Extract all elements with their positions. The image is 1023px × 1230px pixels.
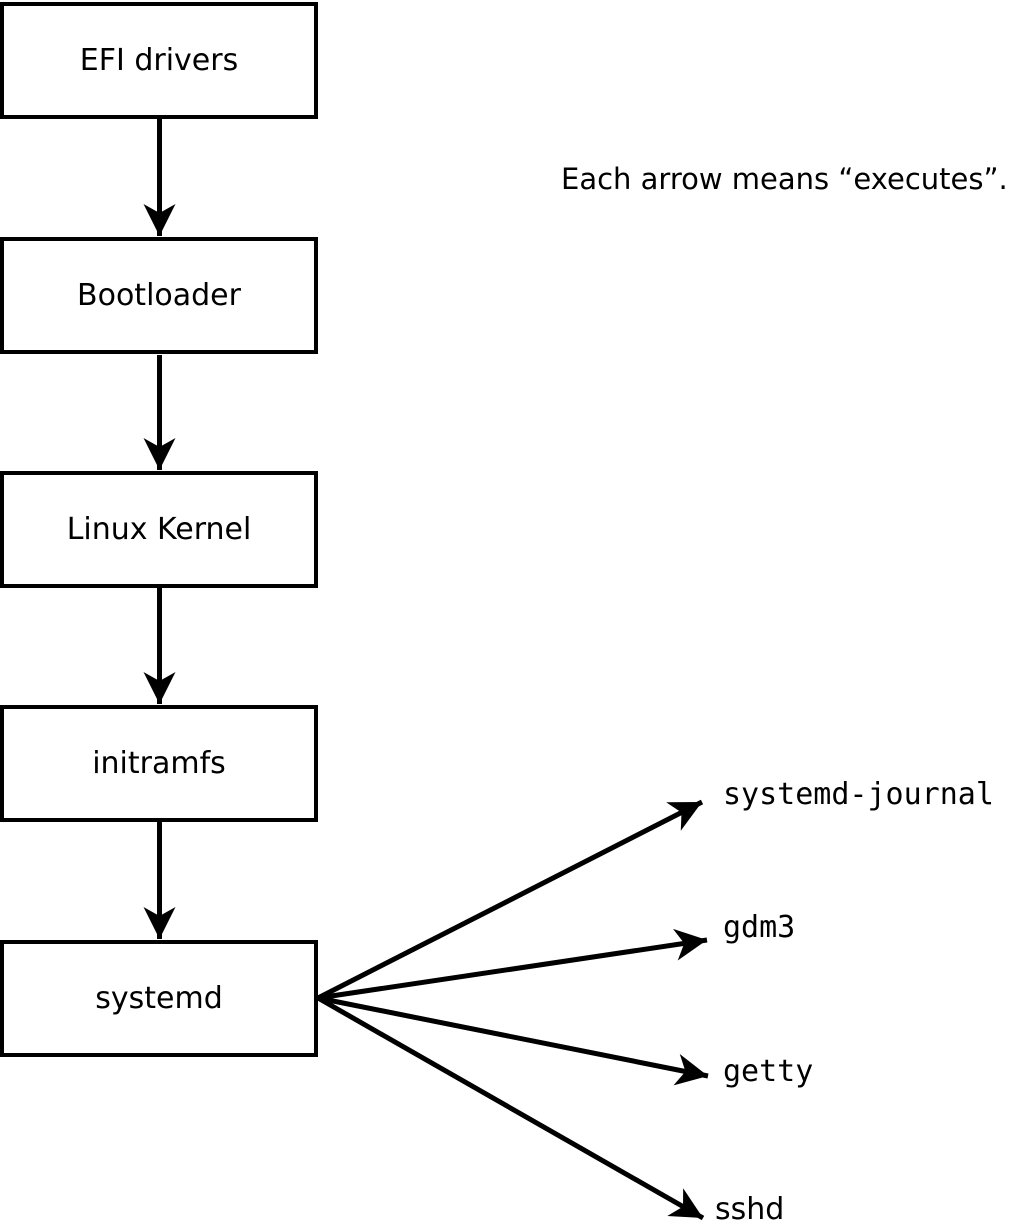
label-sshd: sshd (715, 1192, 785, 1227)
arrow-systemd-to-journal (316, 799, 704, 1001)
node-efi-drivers-label: EFI drivers (79, 42, 239, 78)
arrow-systemd-to-getty (317, 995, 709, 1086)
node-bootloader: Bootloader (0, 237, 318, 354)
node-linux-kernel: Linux Kernel (0, 471, 318, 588)
node-systemd: systemd (0, 940, 318, 1057)
arrow-meaning-note: Each arrow means “executes”. (561, 162, 1008, 196)
node-linux-kernel-label: Linux Kernel (66, 511, 252, 547)
arrow-systemd-to-sshd (316, 995, 705, 1221)
node-initramfs: initramfs (0, 705, 318, 822)
arrow-systemd-to-gdm3 (317, 928, 708, 1001)
node-initramfs-label: initramfs (92, 745, 226, 781)
label-gdm3: gdm3 (723, 910, 796, 945)
node-bootloader-label: Bootloader (77, 277, 241, 313)
label-systemd-journal: systemd-journal (723, 777, 994, 812)
node-systemd-label: systemd (95, 980, 223, 1016)
node-efi-drivers: EFI drivers (0, 2, 318, 119)
label-getty: getty (723, 1054, 814, 1089)
